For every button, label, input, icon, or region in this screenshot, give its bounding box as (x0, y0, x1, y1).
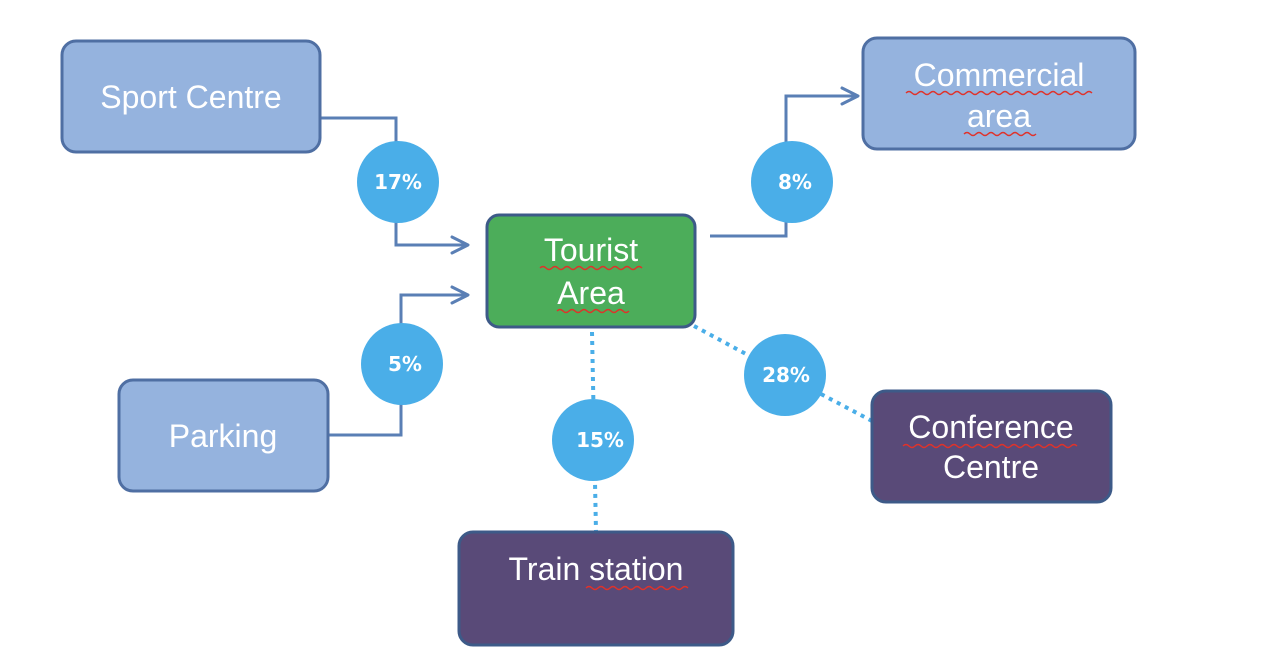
spellcheck-underline (556, 308, 630, 314)
percent-label: 15% (576, 428, 624, 452)
node-label: Sport Centre (100, 79, 281, 115)
node-label: Train station (509, 551, 684, 587)
node-label: area (967, 98, 1031, 134)
badge-commercial-area: 8% (751, 141, 833, 223)
badge-conference-centre: 28% (744, 334, 826, 416)
spellcheck-underline (905, 90, 1093, 96)
node-sport-centre: Sport Centre (60, 39, 322, 154)
percent-label: 5% (388, 352, 422, 376)
spellcheck-underline (963, 131, 1037, 137)
node-conference-centre: Conference Centre (870, 389, 1113, 504)
node-label: Area (557, 275, 625, 311)
spellcheck-underline (585, 585, 689, 591)
badge-sport-centre: 17% (357, 141, 439, 223)
node-label: Centre (943, 449, 1039, 485)
node-train-station: Train station (457, 530, 735, 647)
node-label: Parking (169, 418, 278, 454)
percent-label: 28% (762, 363, 810, 387)
badge-train-station: 15% (552, 399, 634, 481)
percent-label: 8% (778, 170, 812, 194)
node-label: Commercial (914, 57, 1085, 93)
badge-parking: 5% (361, 323, 443, 405)
node-parking: Parking (117, 378, 330, 493)
node-commercial-area: Commercial area (861, 36, 1137, 151)
percent-label: 17% (374, 170, 422, 194)
spellcheck-underline (539, 265, 643, 271)
node-tourist-area: Tourist Area (485, 213, 697, 329)
spellcheck-underline (902, 443, 1078, 449)
node-label: Tourist (544, 232, 638, 268)
node-label: Conference (908, 409, 1073, 445)
